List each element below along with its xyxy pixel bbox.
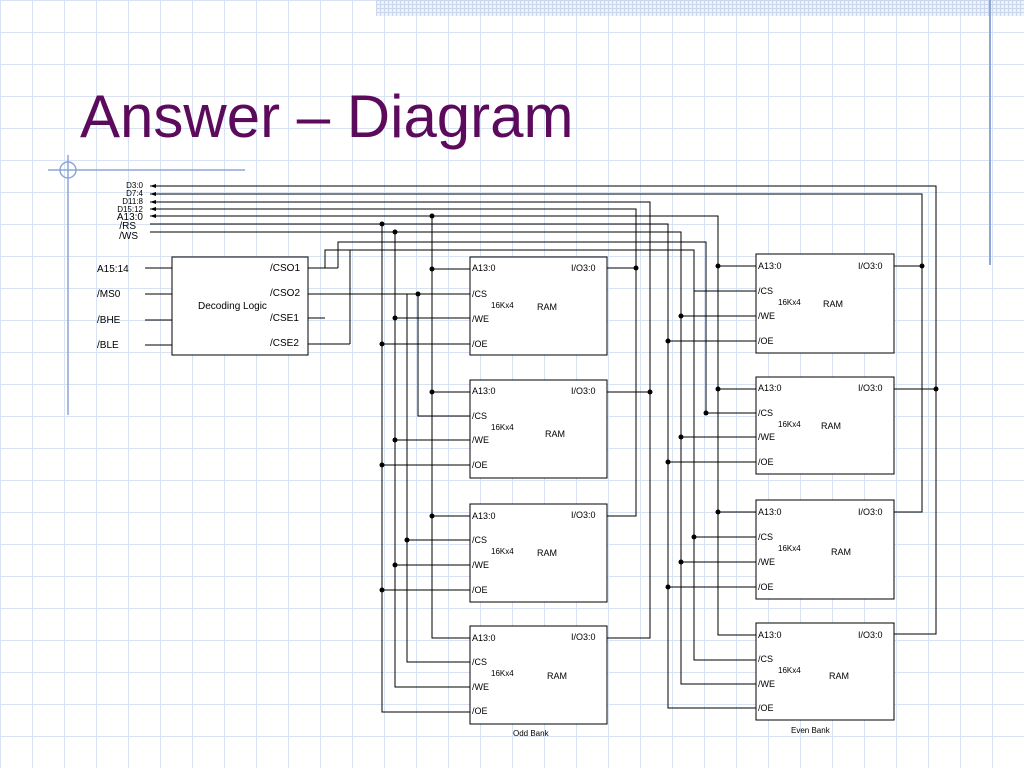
odd-bank-label: Odd Bank	[513, 729, 550, 738]
ram-io-label: I/O3:0	[858, 630, 883, 640]
ram-we-label: /WE	[472, 435, 489, 445]
ram-cs-label: /CS	[758, 532, 773, 542]
ram-oe-label: /OE	[758, 703, 774, 713]
decoder-output-cse2: /CSE2	[270, 338, 299, 349]
junction-dots	[379, 213, 939, 593]
ram-io-label: I/O3:0	[858, 261, 883, 271]
ram-type-label: RAM	[547, 671, 567, 681]
ram-cs-label: /CS	[758, 286, 773, 296]
ram-address-label: A13:0	[758, 507, 782, 517]
decoder-name: Decoding Logic	[198, 301, 267, 312]
even-bank-wiring	[668, 265, 936, 661]
odd-ram-1: A13:0 I/O3:0 /CS 16Kx4 RAM /WE /OE	[469, 256, 608, 356]
ram-size-label: 16Kx4	[778, 420, 801, 429]
ram-type-label: RAM	[537, 302, 557, 312]
ram-we-label: /WE	[758, 432, 775, 442]
bus-wires	[150, 185, 937, 713]
ram-address-label: A13:0	[472, 633, 496, 643]
ram-type-label: RAM	[831, 547, 851, 557]
ram-we-label: /WE	[472, 682, 489, 692]
decoder-input-ms0: /MS0	[97, 289, 121, 300]
ram-io-label: I/O3:0	[571, 510, 596, 520]
ram-we-label: /WE	[472, 314, 489, 324]
crosshair-ornament	[48, 155, 245, 415]
ram-size-label: 16Kx4	[491, 547, 514, 556]
odd-ram-2: A13:0 I/O3:0 /CS 16Kx4 RAM /WE /OE	[469, 379, 608, 479]
ram-address-label: A13:0	[472, 511, 496, 521]
ram-oe-label: /OE	[758, 457, 774, 467]
even-ram-2: A13:0 I/O3:0 /CS 16Kx4 RAM /WE /OE	[755, 376, 895, 475]
ram-type-label: RAM	[823, 299, 843, 309]
bus-label-rs: /RS	[119, 221, 136, 232]
ram-io-label: I/O3:0	[571, 263, 596, 273]
ram-type-label: RAM	[821, 421, 841, 431]
ram-oe-label: /OE	[472, 585, 488, 595]
odd-ram-3: A13:0 I/O3:0 /CS 16Kx4 RAM /WE /OE	[469, 503, 608, 603]
ram-type-label: RAM	[537, 548, 557, 558]
ram-cs-label: /CS	[472, 535, 487, 545]
ram-cs-label: /CS	[472, 411, 487, 421]
ram-we-label: /WE	[472, 560, 489, 570]
ram-cs-label: /CS	[472, 657, 487, 667]
even-ram-3: A13:0 I/O3:0 /CS 16Kx4 RAM /WE /OE	[755, 499, 895, 600]
ram-cs-label: /CS	[758, 654, 773, 664]
ram-io-label: I/O3:0	[858, 507, 883, 517]
ram-oe-label: /OE	[758, 336, 774, 346]
ram-size-label: 16Kx4	[778, 544, 801, 553]
ram-type-label: RAM	[829, 671, 849, 681]
ram-size-label: 16Kx4	[491, 669, 514, 678]
slide-title: Answer – Diagram	[80, 83, 574, 150]
decoder-box: Decoding Logic A15:14 /MS0 /BHE /BLE /CS…	[97, 256, 418, 356]
bus-label-d11-8: D11:8	[122, 197, 143, 206]
ram-io-label: I/O3:0	[858, 383, 883, 393]
decoder-input-a15-14: A15:14	[97, 264, 129, 275]
right-accent-line	[989, 0, 991, 265]
ram-oe-label: /OE	[472, 706, 488, 716]
ram-address-label: A13:0	[472, 263, 496, 273]
ram-io-label: I/O3:0	[571, 386, 596, 396]
decoder-input-bhe: /BHE	[97, 315, 121, 326]
ram-address-label: A13:0	[758, 630, 782, 640]
bus-label-d3-0: D3:0	[126, 181, 143, 190]
even-ram-4: A13:0 I/O3:0 /CS 16Kx4 RAM /WE /OE	[755, 622, 895, 721]
decoder-output-cso2: /CSO2	[270, 288, 300, 299]
ram-oe-label: /OE	[472, 460, 488, 470]
ram-size-label: 16Kx4	[491, 423, 514, 432]
bus-arrows	[150, 184, 156, 218]
ram-oe-label: /OE	[472, 339, 488, 349]
decoder-output-cse1: /CSE1	[270, 313, 299, 324]
bus-label-d15-12: D15:12	[117, 205, 143, 214]
ram-oe-label: /OE	[758, 582, 774, 592]
ram-size-label: 16Kx4	[778, 666, 801, 675]
ram-address-label: A13:0	[472, 386, 496, 396]
ram-cs-label: /CS	[472, 289, 487, 299]
ram-we-label: /WE	[758, 557, 775, 567]
bus-label-address: A13:0	[117, 212, 144, 223]
ram-we-label: /WE	[758, 311, 775, 321]
ram-size-label: 16Kx4	[778, 298, 801, 307]
decoder-output-cso1: /CSO1	[270, 263, 300, 274]
ram-size-label: 16Kx4	[491, 301, 514, 310]
ram-address-label: A13:0	[758, 261, 782, 271]
ram-address-label: A13:0	[758, 383, 782, 393]
ram-cs-label: /CS	[758, 408, 773, 418]
ram-we-label: /WE	[758, 679, 775, 689]
ram-io-label: I/O3:0	[571, 632, 596, 642]
bus-label-ws: /WS	[119, 231, 138, 242]
even-ram-1: A13:0 I/O3:0 /CS 16Kx4 RAM /WE /OE	[755, 253, 895, 354]
even-bank-label: Even Bank	[791, 726, 831, 735]
ram-type-label: RAM	[545, 429, 565, 439]
decoder-input-ble: /BLE	[97, 340, 119, 351]
bus-label-d7-4: D7:4	[126, 189, 143, 198]
top-decorative-band	[376, 0, 1024, 16]
odd-bank-wiring	[382, 216, 650, 663]
odd-ram-4: A13:0 I/O3:0 /CS 16Kx4 RAM /WE /OE	[469, 625, 608, 725]
